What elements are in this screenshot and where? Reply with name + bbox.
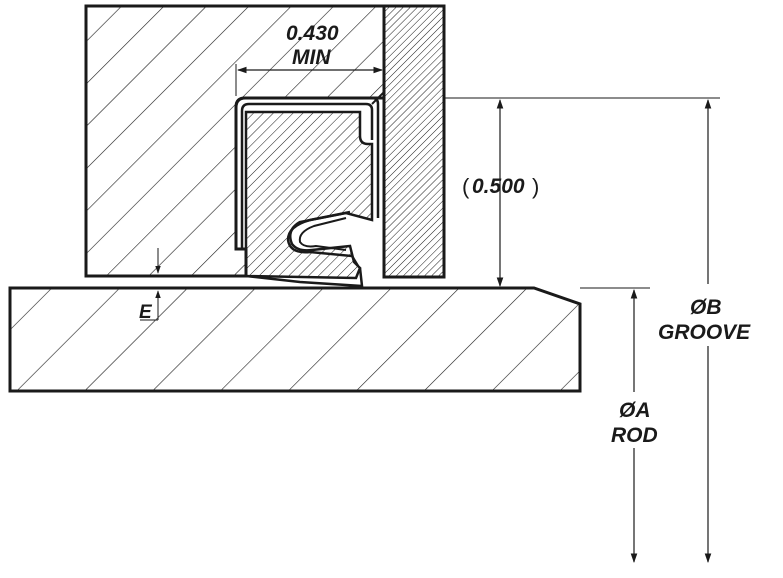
dimension-min-width bbox=[235, 6, 385, 96]
dimension-gap bbox=[140, 248, 161, 321]
height-paren-open: ( bbox=[462, 174, 470, 199]
height-paren-close: ) bbox=[532, 174, 539, 199]
min-width-value: 0.430 bbox=[286, 22, 339, 45]
height-value: 0.500 bbox=[472, 175, 525, 198]
seal-spring bbox=[245, 210, 364, 288]
groove-diameter-label: ØB bbox=[690, 296, 722, 319]
rod-diameter-label: ØA bbox=[619, 399, 651, 422]
rod bbox=[8, 286, 582, 393]
seal-jacket bbox=[234, 91, 385, 249]
dimension-height bbox=[444, 97, 520, 287]
gap-label: E bbox=[139, 302, 153, 323]
groove-word-label: GROOVE bbox=[658, 321, 751, 344]
dimension-groove-diameter bbox=[520, 97, 720, 563]
rod-word-label: ROD bbox=[611, 424, 658, 447]
min-width-qualifier: MIN bbox=[292, 46, 331, 69]
dimension-rod-diameter bbox=[580, 287, 650, 563]
retainer-plate bbox=[382, 4, 446, 279]
